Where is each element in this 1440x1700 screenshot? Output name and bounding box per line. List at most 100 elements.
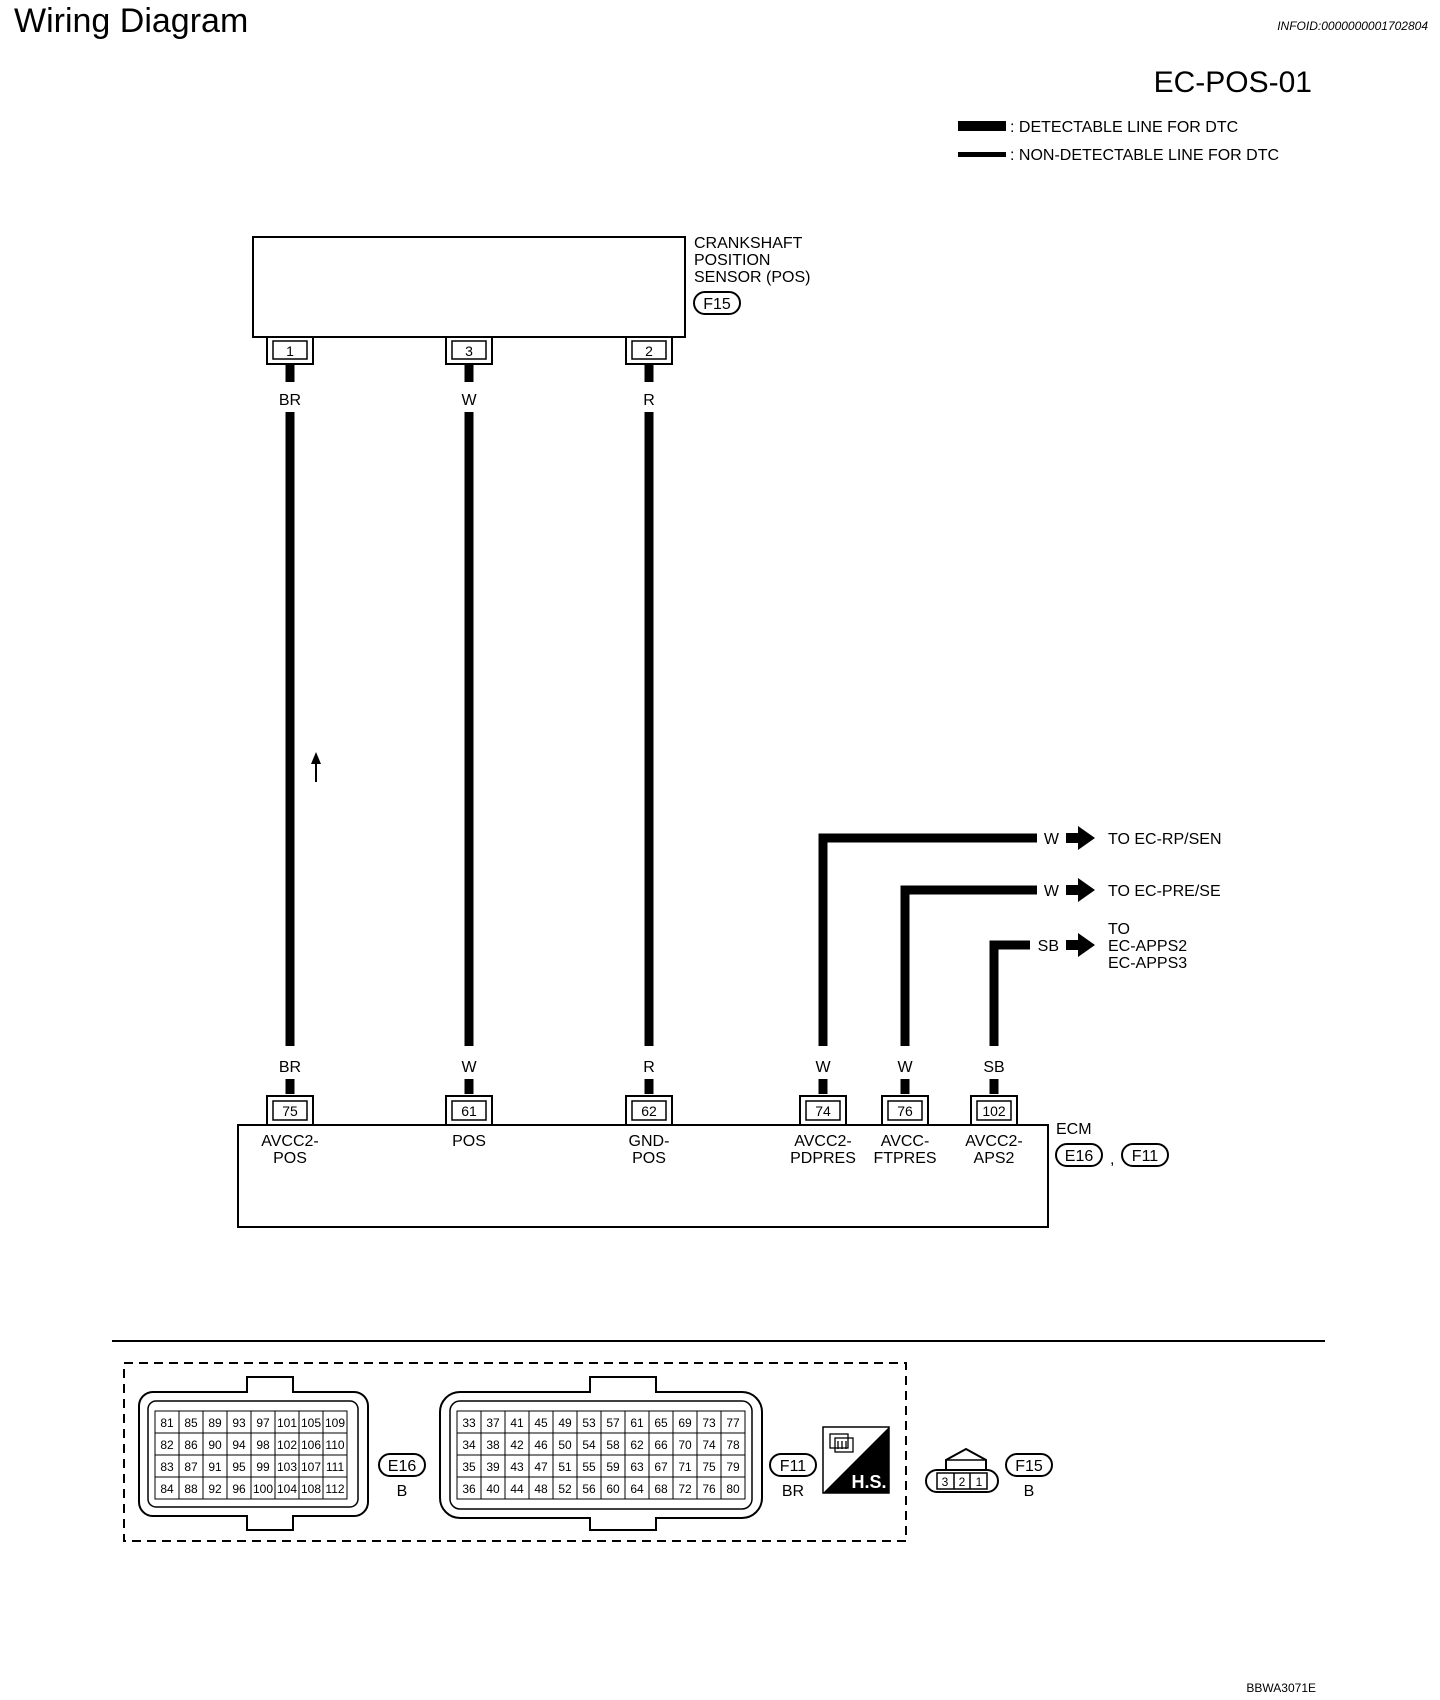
f15-cavity-1: 1 [976, 1475, 983, 1489]
e16-cavity-number: 87 [184, 1460, 198, 1474]
f11-cavity-number: 47 [534, 1460, 548, 1474]
ecm-connector-id-f11: F11 [1132, 1148, 1158, 1165]
f11-cavity-number: 57 [606, 1416, 620, 1430]
branch-102-dest-3: EC-APPS3 [1108, 955, 1187, 972]
f11-cavity-number: 61 [630, 1416, 644, 1430]
footer-code: BBWA3071E [1246, 1681, 1316, 1695]
e16-cavity-number: 90 [208, 1438, 222, 1452]
ecm-label-62-line-1: GND- [629, 1133, 670, 1150]
e16-cavity-number: 99 [256, 1460, 270, 1474]
e16-cavity-number: 106 [301, 1438, 321, 1452]
f11-cavity-number: 51 [558, 1460, 572, 1474]
e16-cavity-number: 110 [325, 1438, 344, 1452]
e16-cavity-number: 109 [325, 1416, 345, 1430]
e16-cavity-number: 88 [184, 1482, 198, 1496]
f11-cavity-number: 70 [678, 1438, 692, 1452]
f11-cavity-number: 55 [582, 1460, 596, 1474]
e16-cavity-number: 96 [232, 1482, 246, 1496]
wire-w-pos-color-top: W [461, 392, 477, 409]
f11-cavity-number: 60 [606, 1482, 620, 1496]
f11-cavity-number: 69 [678, 1416, 692, 1430]
f11-cavity-number: 42 [510, 1438, 524, 1452]
connector-e16-badge [378, 1453, 426, 1477]
f11-cavity-number: 71 [678, 1460, 692, 1474]
e16-cavity-number: 89 [208, 1416, 222, 1430]
wire-br: BR BR [279, 365, 301, 1094]
connector-f15-badge [1005, 1453, 1053, 1477]
e16-cavity-number: 100 [253, 1482, 273, 1496]
connector-f15-color: B [1024, 1483, 1035, 1500]
e16-cavity-number: 102 [277, 1438, 297, 1452]
e16-cavity-number: 97 [256, 1416, 270, 1430]
ecm-pin-102-number: 102 [982, 1103, 1006, 1119]
legend: : DETECTABLE LINE FOR DTC : NON-DETECTAB… [958, 119, 1279, 164]
ecm-pin-62: 62 [625, 1095, 673, 1125]
branch-74-color-top: W [1044, 831, 1060, 848]
connector-f15-view: 3 2 1 [925, 1447, 999, 1493]
f11-cavity-number: 65 [654, 1416, 668, 1430]
ecm-label-102-line-2: APS2 [974, 1150, 1015, 1167]
branch-102-dest-2: EC-APPS2 [1108, 938, 1187, 955]
branch-wire-74: W TO EC-RP/SEN W [815, 826, 1222, 1094]
ecm-pin-75: 75 [266, 1095, 314, 1125]
f11-cavity-number: 68 [654, 1482, 668, 1496]
branch-102-color-top: SB [1038, 938, 1059, 955]
sensor-pin-2: 2 [625, 337, 673, 365]
ecm-pin-61: 61 [445, 1095, 493, 1125]
e16-cavity-number: 103 [277, 1460, 297, 1474]
wire-r-color-bottom: R [643, 1059, 655, 1076]
ecm-label-74-line-2: PDPRES [790, 1150, 856, 1167]
legend-label-detectable: : DETECTABLE LINE FOR DTC [1010, 119, 1238, 136]
crankshaft-position-sensor: CRANKSHAFT POSITION SENSOR (POS) F15 [252, 235, 810, 338]
branch-76-color-top: W [1044, 883, 1060, 900]
wire-br-color-top: BR [279, 392, 301, 409]
sensor-body [252, 236, 686, 338]
f11-cavity-number: 77 [726, 1416, 740, 1430]
sensor-pin-1: 1 [266, 337, 314, 365]
e16-cavity-number: 84 [160, 1482, 174, 1496]
f11-cavity-box [720, 1476, 746, 1500]
wire-br-color-bottom: BR [279, 1059, 301, 1076]
f11-cavity-number: 59 [606, 1460, 620, 1474]
e16-cavity-number: 94 [232, 1438, 246, 1452]
f11-cavity-number: 40 [486, 1482, 500, 1496]
ecm-pin-74: 74 [799, 1095, 847, 1125]
ecm-label-62-line-2: POS [632, 1150, 666, 1167]
f11-cavity-number: 58 [606, 1438, 620, 1452]
connector-e16-color: B [397, 1483, 408, 1500]
connector-f11-id: F11 [780, 1458, 806, 1475]
e16-cavity-number: 92 [208, 1482, 222, 1496]
wire-w-pos: W W [461, 365, 477, 1094]
f11-cavity-number: 53 [582, 1416, 596, 1430]
ecm-connector-badge-e16 [1055, 1143, 1103, 1167]
wire-r: R R [643, 365, 655, 1094]
wire-r-color-top: R [643, 392, 655, 409]
legend-swatch-non-detectable [958, 152, 1006, 157]
branch-102-color-bottom: SB [983, 1059, 1004, 1076]
diagram-code: EC-POS-01 [1154, 66, 1312, 99]
f11-cavity-number: 54 [582, 1438, 596, 1452]
e16-cavity-number: 83 [160, 1460, 174, 1474]
branch-76-dest-1: TO EC-PRE/SE [1108, 883, 1221, 900]
e16-cavity-number: 105 [301, 1416, 321, 1430]
f11-cavity-number: 50 [558, 1438, 572, 1452]
ecm-pin-102: 102 [970, 1095, 1018, 1125]
f11-cavity-number: 45 [534, 1416, 548, 1430]
e16-cavity-number: 107 [301, 1460, 321, 1474]
f11-cavity-number: 52 [558, 1482, 572, 1496]
ecm-pin-76-number: 76 [897, 1103, 913, 1119]
f11-cavity-number: 78 [726, 1438, 740, 1452]
info-id: INFOID:0000000001702804 [1277, 19, 1428, 33]
branch-76-color-bottom: W [897, 1059, 913, 1076]
ecm-body [237, 1124, 1049, 1228]
f11-cavity-number: 41 [510, 1416, 524, 1430]
f11-cavity-number: 62 [630, 1438, 644, 1452]
sensor-pin-1-number: 1 [286, 343, 294, 359]
f11-cavity-number: 56 [582, 1482, 596, 1496]
harness-side-badge: H.S. [822, 1426, 890, 1494]
ecm-connector-separator: , [1110, 1151, 1114, 1168]
f11-cavity-number: 39 [486, 1460, 500, 1474]
